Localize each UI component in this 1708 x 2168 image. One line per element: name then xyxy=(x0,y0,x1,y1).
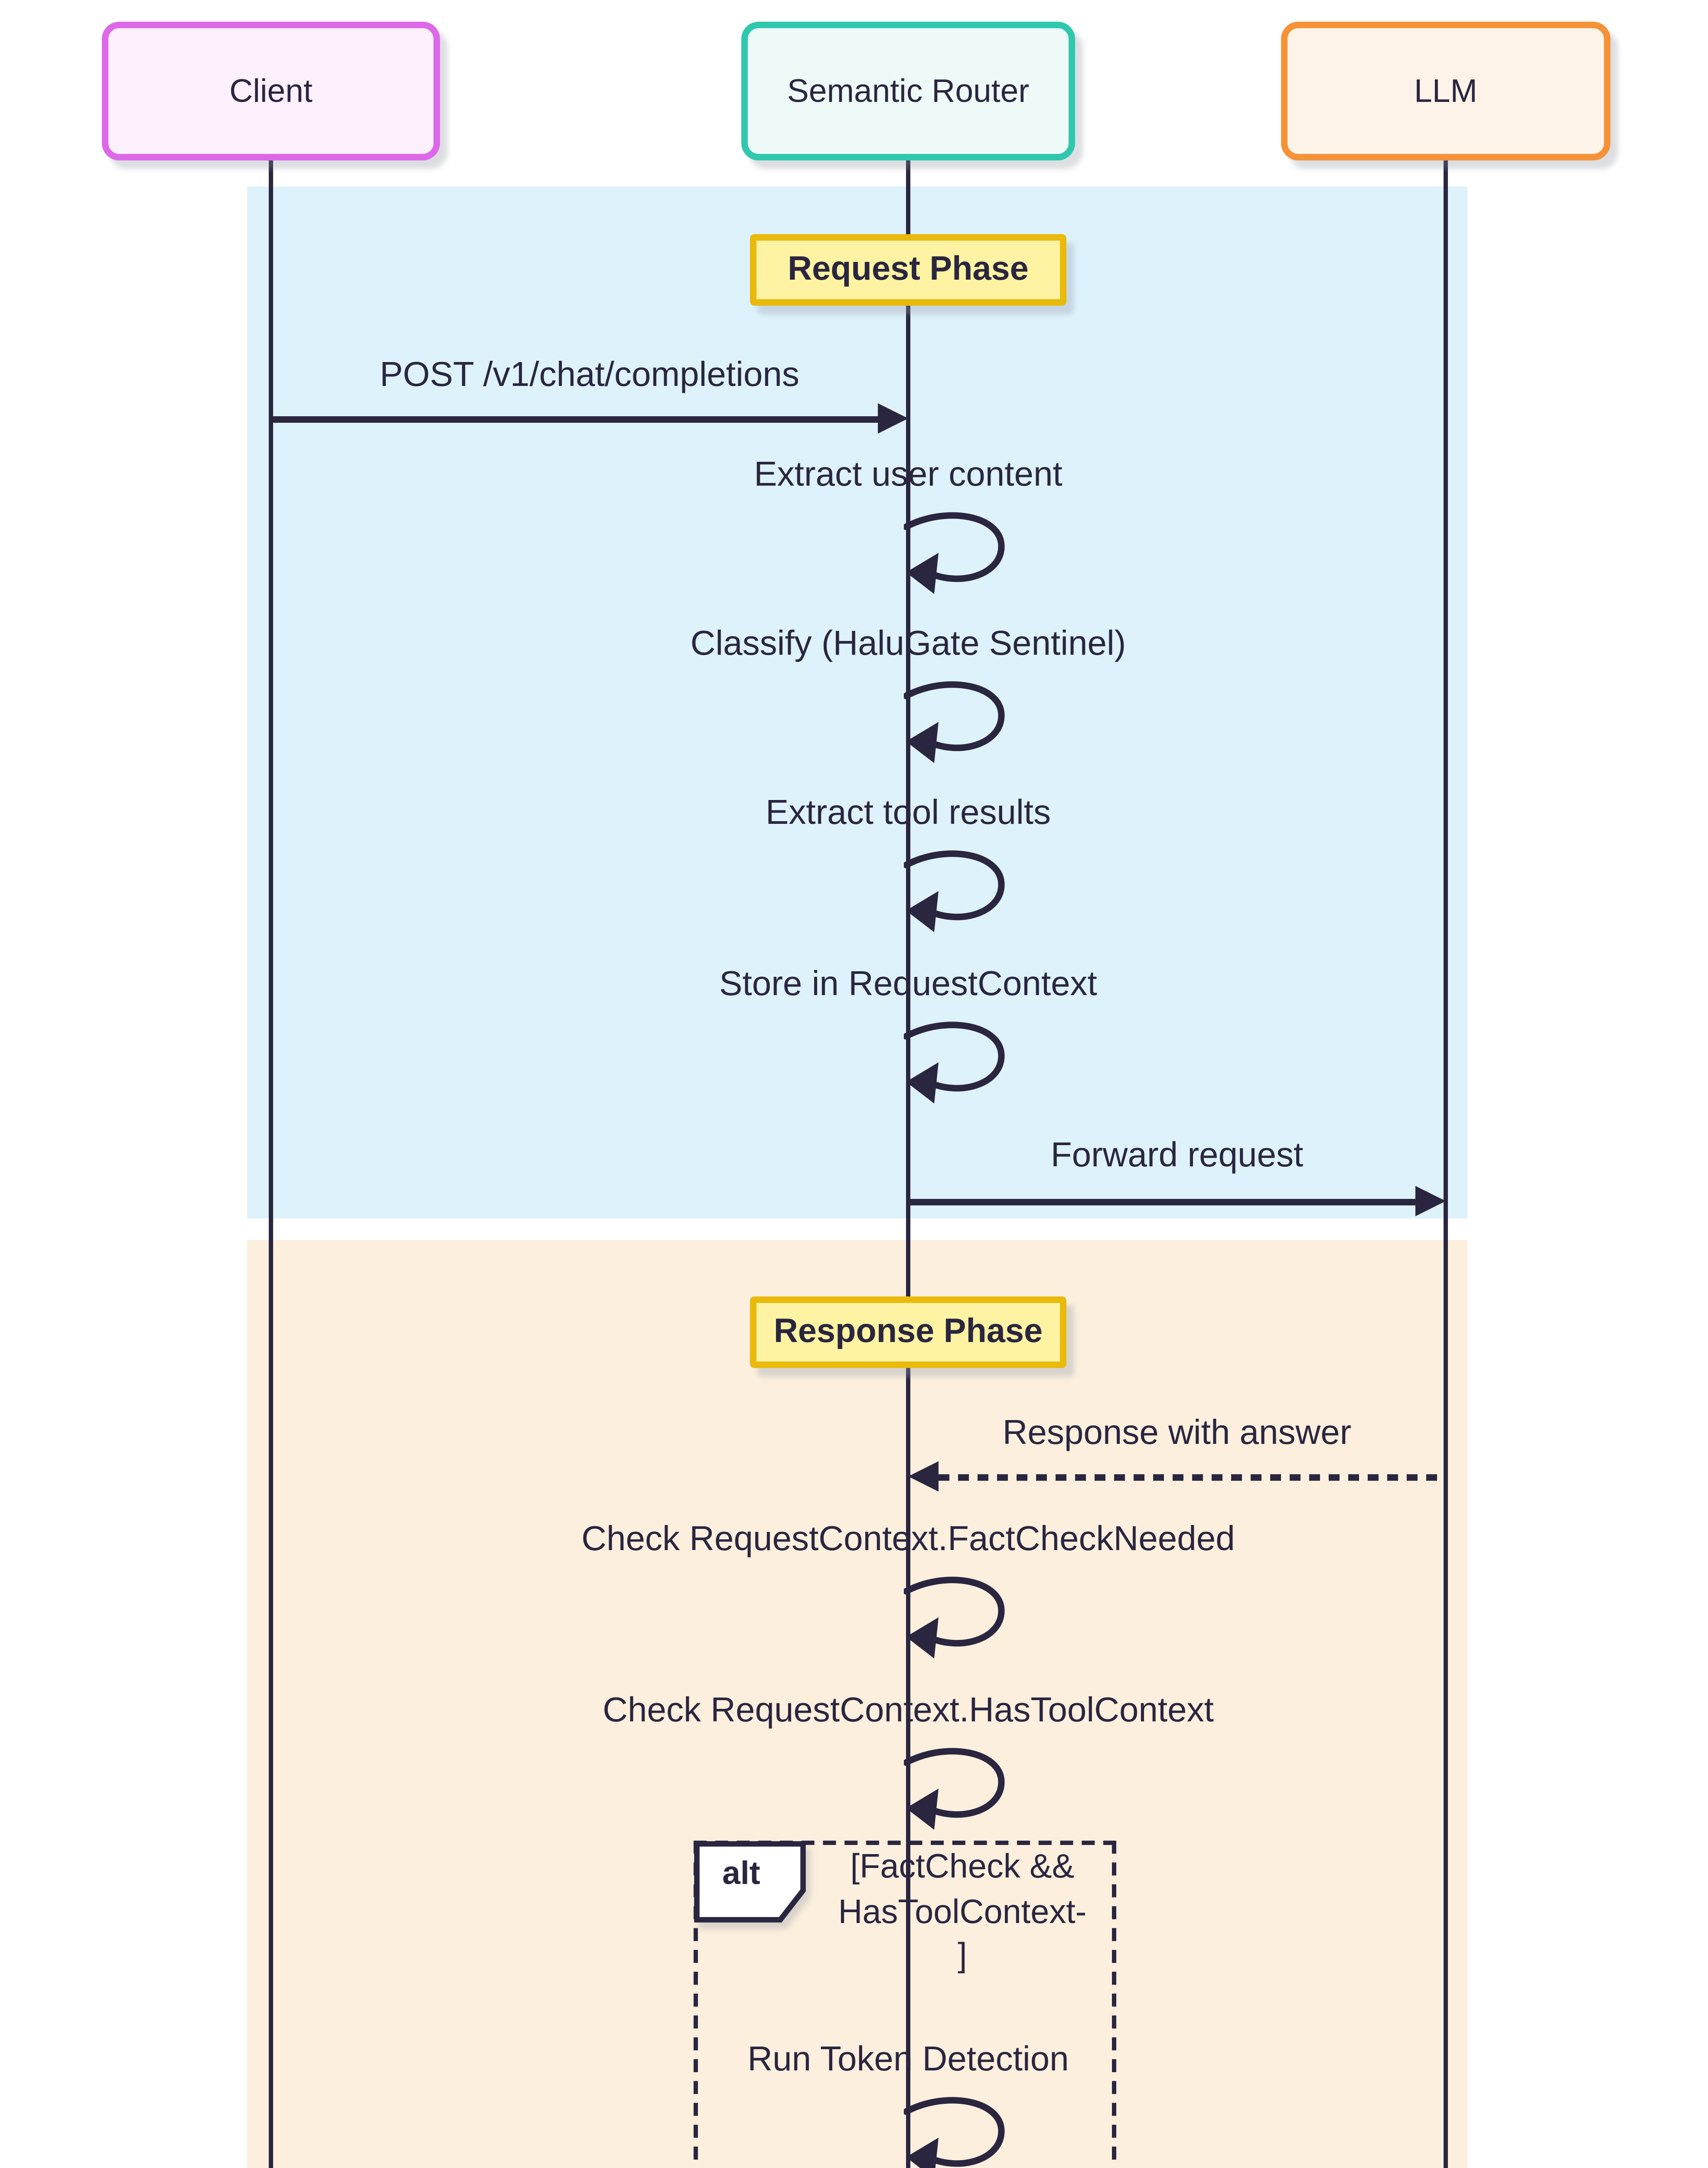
message-post-label: POST /v1/chat/completions xyxy=(380,358,799,395)
alt-label-shape-icon xyxy=(694,1841,806,1923)
message-check-has-tool-context-label: Check RequestContext.HasToolContext xyxy=(603,1693,1214,1730)
message-store-in-request-context-label: Store in RequestContext xyxy=(719,967,1097,1004)
alt-condition-if-line: HasToolContext- xyxy=(838,1894,1087,1931)
message-check-factcheck-needed-label: Check RequestContext.FactCheckNeeded xyxy=(581,1522,1235,1559)
response-phase-note: Response Phase xyxy=(750,1296,1066,1368)
message-post-arrow xyxy=(273,415,882,422)
alt-condition-if: [FactCheck && HasToolContext- ] xyxy=(838,1847,1087,1981)
self-loop-icon xyxy=(903,681,1017,767)
lifeline-semantic-router xyxy=(905,160,911,2168)
message-classify-label: Classify (HaluGate Sentinel) xyxy=(690,627,1126,663)
message-forward-request-arrow xyxy=(910,1198,1418,1205)
alt-label-tag: alt xyxy=(694,1841,806,1923)
arrowhead-right-icon xyxy=(1415,1186,1446,1216)
message-forward-request-label: Forward request xyxy=(1050,1138,1304,1175)
self-loop-icon xyxy=(903,2096,1017,2168)
actor-llm-top: LLM xyxy=(1281,22,1610,160)
actor-semantic-router-top: Semantic Router xyxy=(741,22,1075,160)
self-loop-icon xyxy=(903,1747,1017,1834)
lifeline-client xyxy=(268,160,274,2168)
actor-client-top: Client xyxy=(102,22,440,160)
alt-condition-if-line: ] xyxy=(958,1938,967,1975)
message-run-token-detection-label: Run Token Detection xyxy=(747,2042,1069,2079)
message-extract-tool-results-label: Extract tool results xyxy=(765,796,1051,833)
arrowhead-right-icon xyxy=(878,403,908,434)
message-response-with-answer-label: Response with answer xyxy=(1002,1416,1352,1453)
message-response-with-answer-arrow xyxy=(939,1473,1446,1480)
request-phase-region xyxy=(247,186,1467,1218)
actor-llm-top-label: LLM xyxy=(1414,72,1477,110)
response-phase-note-label: Response Phase xyxy=(773,1313,1043,1350)
lifeline-llm xyxy=(1443,160,1449,2168)
arrowhead-left-icon xyxy=(908,1461,939,1492)
self-loop-icon xyxy=(903,1021,1017,1108)
request-phase-note-label: Request Phase xyxy=(788,250,1029,287)
self-loop-icon xyxy=(903,1576,1017,1663)
actor-client-top-label: Client xyxy=(229,72,313,110)
self-loop-icon xyxy=(903,850,1017,937)
response-phase-region xyxy=(247,1240,1467,2168)
request-phase-note: Request Phase xyxy=(750,234,1066,306)
actor-semantic-router-top-label: Semantic Router xyxy=(787,72,1030,110)
alt-condition-if-line: [FactCheck && xyxy=(850,1849,1075,1886)
alt-frame xyxy=(694,1841,1116,2168)
alt-label: alt xyxy=(722,1856,760,1893)
message-extract-user-content-label: Extract user content xyxy=(754,457,1063,494)
self-loop-icon xyxy=(903,512,1017,598)
